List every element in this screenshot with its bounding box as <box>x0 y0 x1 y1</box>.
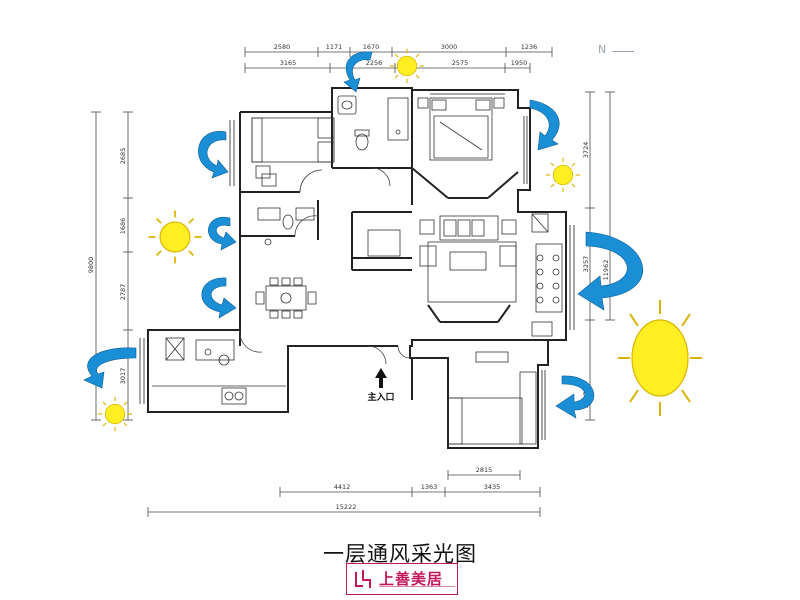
bed-master <box>429 97 493 161</box>
bed-lower <box>447 397 523 445</box>
dim-top-outer-2: 1171 <box>326 43 343 51</box>
dim-right-inner-1: 3724 <box>582 142 590 159</box>
north-indicator: N <box>598 43 607 56</box>
sun-icon <box>97 396 133 432</box>
airflow-arrow-icon <box>529 99 560 151</box>
dim-top-outer-5: 1236 <box>521 43 538 51</box>
airflow-arrow-icon <box>208 216 237 251</box>
sun-icon <box>545 157 581 193</box>
airflow-arrow-icon <box>198 131 229 179</box>
dim-right-inner-2: 3257 <box>582 256 590 273</box>
windows <box>139 93 575 440</box>
dim-bottom-inner-3: 3435 <box>484 483 501 491</box>
logo-text: 上善美居 <box>379 570 444 588</box>
dim-left-inner-1: 2685 <box>119 148 127 165</box>
furniture <box>152 95 563 445</box>
dim-top-inner-1: 3165 <box>280 59 297 67</box>
airflow-arrow-icon <box>555 375 595 419</box>
airflow-arrow-icon <box>83 347 137 389</box>
diagram-title: 一层通风采光图 <box>323 542 477 566</box>
sofa <box>439 215 499 241</box>
dimension-labels: 2580 1171 1670 3000 1236 3165 2256 2575 … <box>87 43 610 511</box>
sun-icon <box>147 209 203 265</box>
north-line <box>612 51 634 52</box>
dining-table <box>265 285 307 311</box>
logo-underline <box>379 586 455 590</box>
dim-top-outer-1: 2580 <box>274 43 291 51</box>
sun-icon <box>618 300 702 416</box>
airflow-arrow-icon <box>343 51 373 93</box>
entrance-arrow-icon <box>375 368 387 388</box>
dim-right-outer: 11962 <box>602 260 610 281</box>
dim-bottom-outer: 15222 <box>336 503 357 511</box>
dining-chairs-right <box>536 254 560 304</box>
door-swings <box>239 167 411 365</box>
airflow-arrow-icon <box>201 277 237 319</box>
bed-secondary <box>251 117 335 163</box>
dim-bottom-bedroom: 2815 <box>476 466 493 474</box>
dimension-lines <box>91 47 615 517</box>
airflow-arrow-icon <box>577 231 644 311</box>
dim-left-outer: 9800 <box>87 257 95 274</box>
dim-top-outer-3: 1670 <box>363 43 380 51</box>
logo-mark-icon <box>355 570 371 588</box>
dim-bottom-inner-1: 4412 <box>334 483 351 491</box>
dim-top-outer-4: 3000 <box>441 43 458 51</box>
dim-top-inner-2: 2256 <box>366 59 383 67</box>
dim-top-inner-4: 1950 <box>511 59 528 67</box>
dim-bottom-inner-2: 1363 <box>421 483 438 491</box>
dim-top-inner-3: 2575 <box>452 59 469 67</box>
walls <box>147 87 567 449</box>
dim-left-inner-3: 2787 <box>119 284 127 301</box>
entrance-label: 主入口 <box>367 391 394 403</box>
dim-left-inner-4: 3017 <box>119 368 127 385</box>
dim-left-inner-2: 1686 <box>119 218 127 235</box>
brand-logo: 上善美居 <box>346 563 458 595</box>
